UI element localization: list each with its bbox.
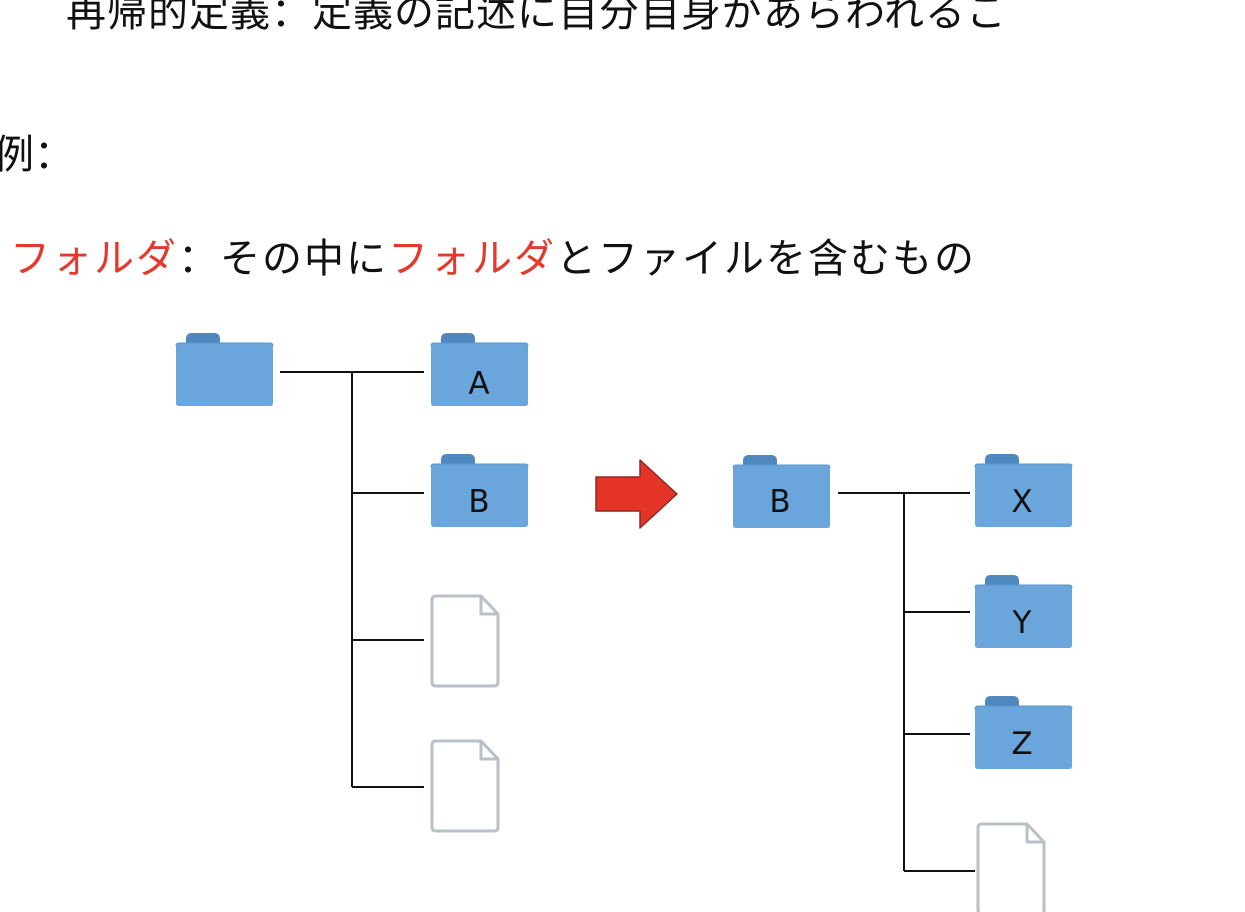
definition-term-repeat: フォルダ [388,236,556,282]
example-label: 例： [0,132,74,178]
definition-separator: ： [178,236,220,282]
folder-definition: フォルダ：その中にフォルダとファイルを含むもの [10,226,976,284]
folder-label-b: B [468,484,489,520]
right-tree-lines [838,492,975,872]
folder-label-x: X [1011,484,1032,520]
heading-text: 再帰的定義：定義の記述に自分自身があらわれるこ [66,0,1007,36]
right-arrow-icon [595,459,678,529]
definition-middle: その中に [220,236,388,282]
root-folder-label-b: B [769,484,790,520]
file-icon [430,739,500,833]
folder-label-z: Z [1011,726,1032,762]
folder-label-a: A [468,366,489,402]
left-tree-lines [280,371,424,788]
file-icon [976,822,1046,912]
definition-ending: とファイルを含むもの [556,236,976,282]
definition-term: フォルダ [10,236,178,282]
folder-icon [175,332,274,407]
folder-label-y: Y [1012,605,1032,641]
file-icon [430,594,500,688]
